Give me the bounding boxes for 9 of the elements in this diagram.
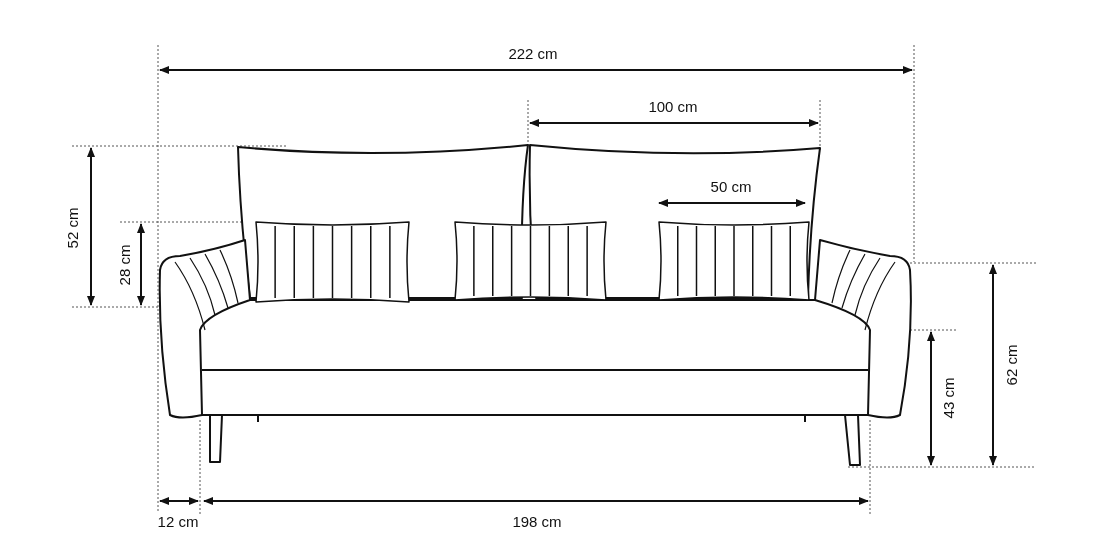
dimension-label: 222 cm — [508, 45, 558, 61]
dimension-label: 52 cm — [64, 207, 80, 249]
dimension-label: 50 cm — [710, 178, 752, 194]
dimension-label: 198 cm — [512, 513, 562, 529]
dimension-label: 12 cm — [157, 513, 199, 529]
dimension-label: 62 cm — [1003, 344, 1019, 386]
dimension-label: 28 cm — [116, 244, 132, 286]
dimension-label: 43 cm — [940, 377, 956, 419]
dimension-label: 100 cm — [648, 98, 698, 114]
